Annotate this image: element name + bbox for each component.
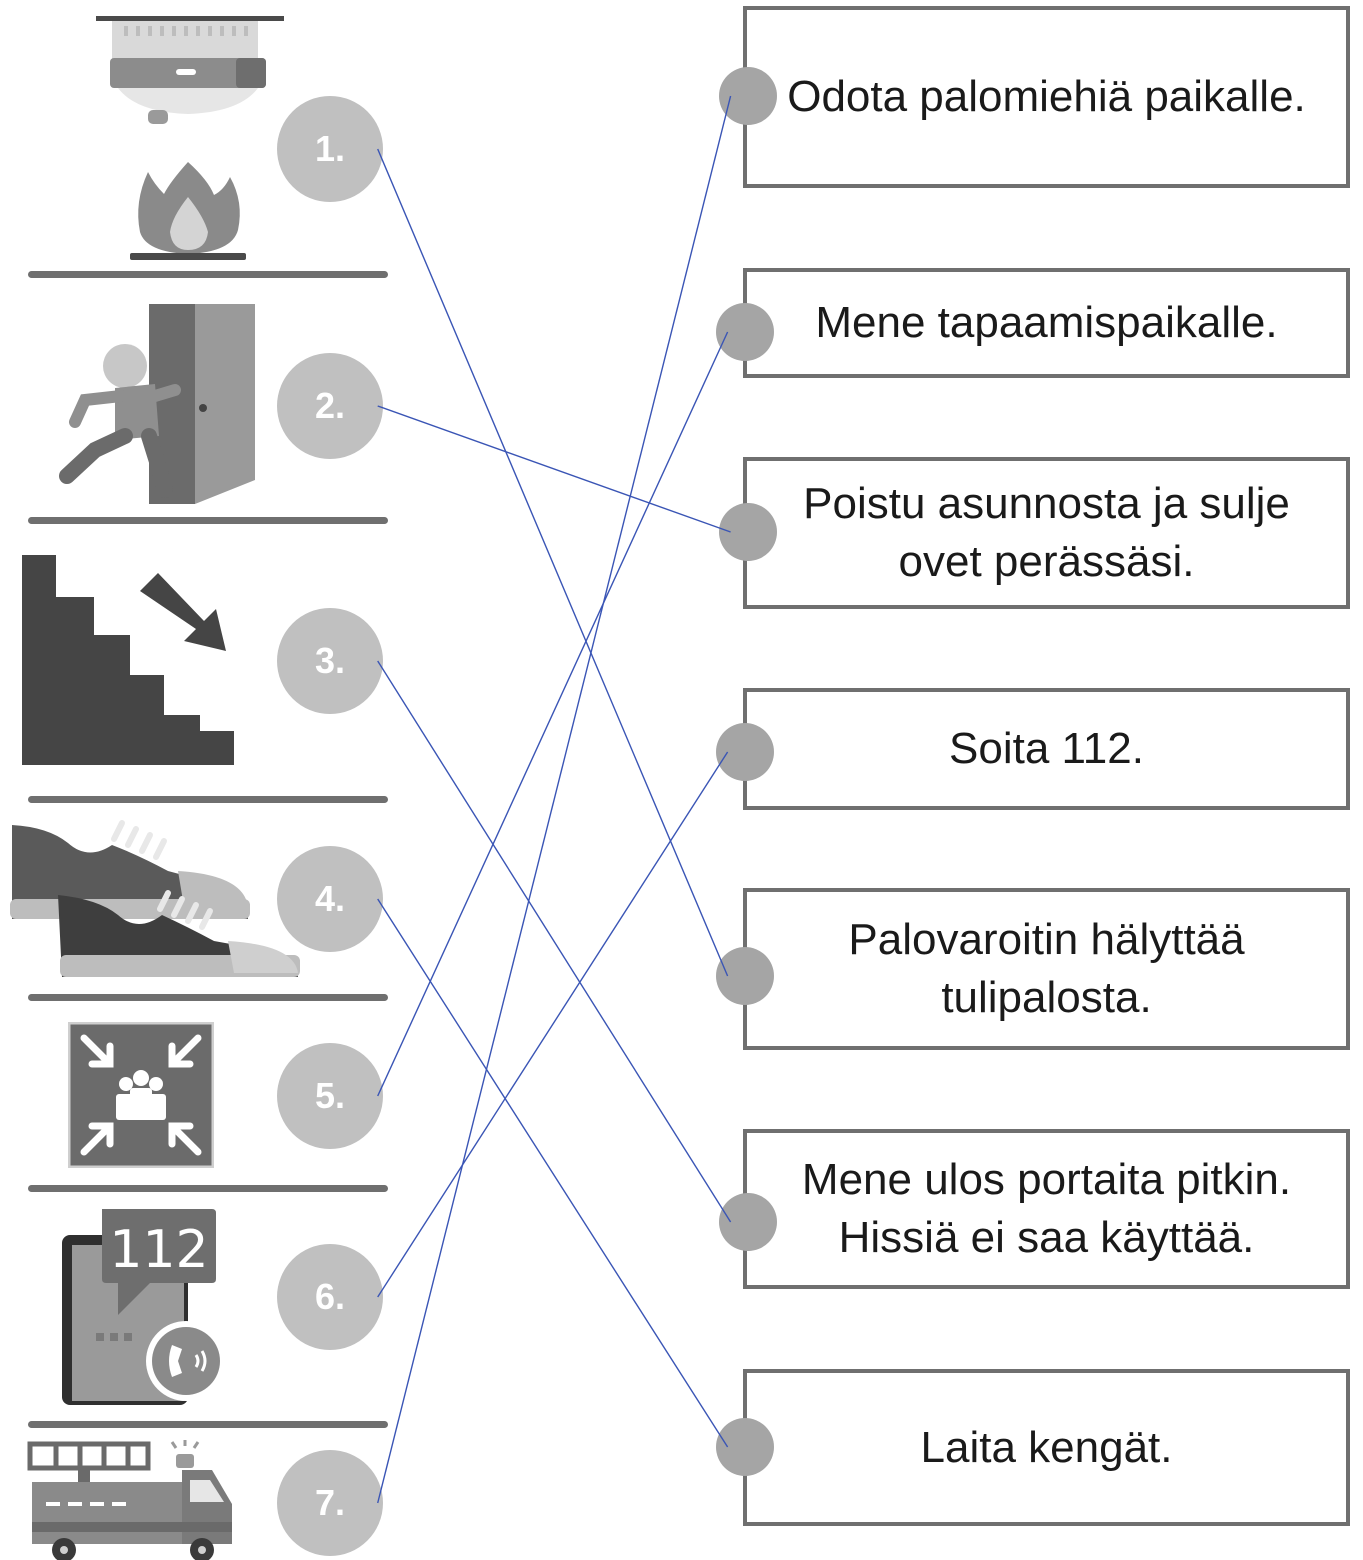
item-number-badge[interactable]: 7.	[277, 1450, 383, 1556]
svg-text:112: 112	[109, 1220, 208, 1280]
answer-box[interactable]: Laita kengät.	[743, 1369, 1350, 1526]
answer-box[interactable]: Poistu asunnosta ja sulje ovet perässäsi…	[743, 457, 1350, 609]
connection-dot[interactable]	[716, 723, 774, 781]
connection-dot[interactable]	[716, 947, 774, 1005]
smoke-detector-fire-icon	[96, 16, 284, 260]
row-separator	[28, 994, 388, 1001]
item-number-badge[interactable]: 3.	[277, 608, 383, 714]
fire-truck-icon	[27, 1440, 232, 1560]
item-number-badge[interactable]: 4.	[277, 846, 383, 952]
answer-box[interactable]: Mene ulos portaita pitkin. Hissiä ei saa…	[743, 1129, 1350, 1289]
connection-dot[interactable]	[719, 67, 777, 125]
connection-dot[interactable]	[719, 503, 777, 561]
answer-box[interactable]: Soita 112.	[743, 688, 1350, 810]
shoes-icon	[10, 820, 300, 977]
connection-line	[377, 95, 732, 1504]
answer-box[interactable]: Palovaroitin hälyttää tulipalosta.	[743, 888, 1350, 1050]
connection-line	[377, 405, 731, 533]
row-separator	[28, 796, 388, 803]
answer-box[interactable]: Odota palomiehiä paikalle.	[743, 6, 1350, 188]
row-separator	[28, 1421, 388, 1428]
connection-line	[377, 898, 729, 1448]
answer-box[interactable]: Mene tapaamispaikalle.	[743, 268, 1350, 378]
row-separator	[28, 1185, 388, 1192]
item-number-badge[interactable]: 5.	[277, 1043, 383, 1149]
item-number-badge[interactable]: 2.	[277, 353, 383, 459]
connection-dot[interactable]	[719, 1193, 777, 1251]
connection-line	[377, 751, 729, 1298]
connection-dot[interactable]	[716, 1418, 774, 1476]
connection-line	[377, 660, 732, 1223]
assembly-point-icon	[68, 1022, 214, 1168]
connection-dot[interactable]	[716, 303, 774, 361]
connection-line	[377, 148, 729, 977]
row-separator	[28, 271, 388, 278]
item-number-badge[interactable]: 1.	[277, 96, 383, 202]
row-separator	[28, 517, 388, 524]
item-number-badge[interactable]: 6.	[277, 1244, 383, 1350]
stairs-down-icon	[22, 555, 234, 765]
connection-line	[377, 331, 729, 1097]
person-exit-door-icon	[59, 304, 255, 504]
phone-112-icon: 112	[62, 1209, 226, 1405]
